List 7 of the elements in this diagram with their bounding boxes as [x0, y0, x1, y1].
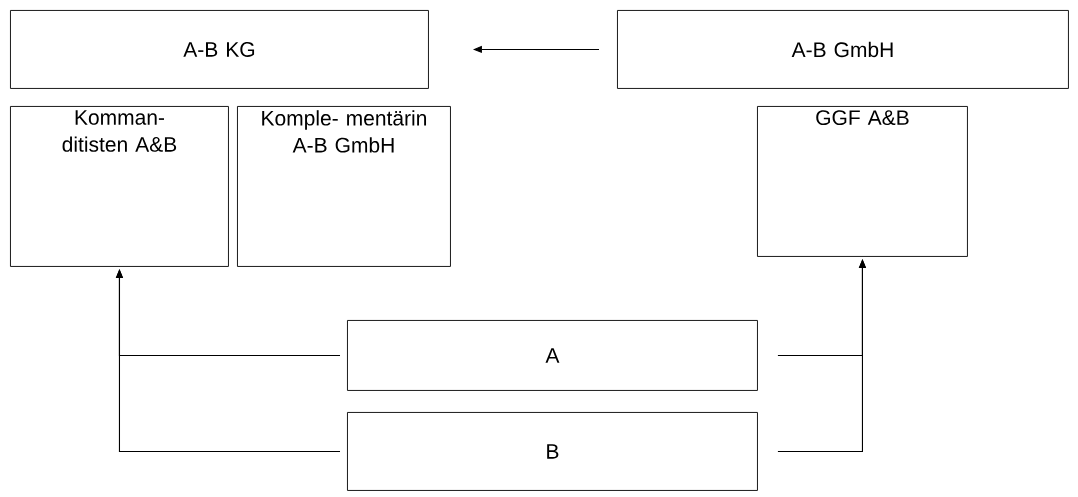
org-box: Komple- mentärin A-B GmbH — [237, 106, 451, 267]
org-box: A — [347, 320, 758, 391]
org-box: GGF A&B — [757, 106, 968, 257]
org-box: Komman- ditisten A&B — [10, 106, 229, 267]
org-box: A-B KG — [10, 10, 429, 89]
org-box: B — [347, 412, 758, 491]
org-box: A-B GmbH — [617, 10, 1069, 89]
